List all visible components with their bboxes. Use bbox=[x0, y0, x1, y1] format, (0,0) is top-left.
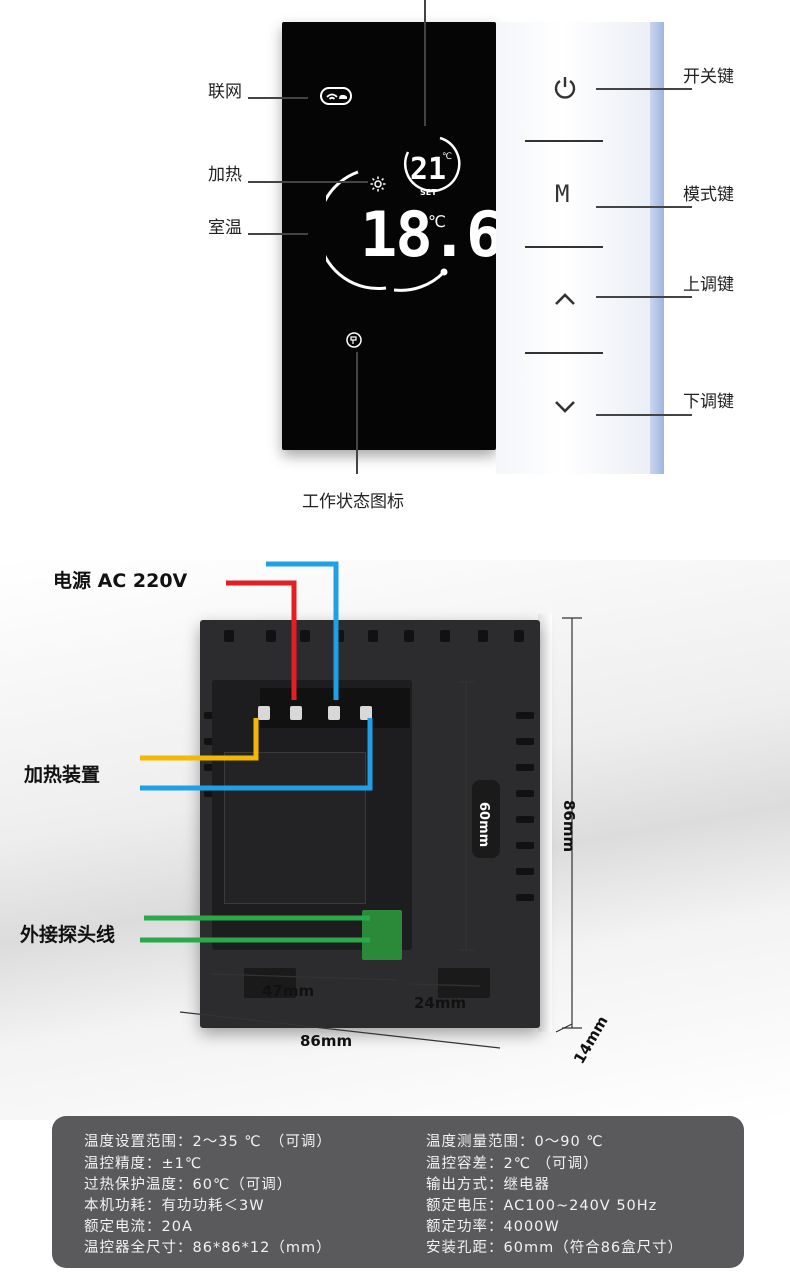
spec-panel: 温度设置范围：2～35 ℃ （可调） 温控精度：±1℃ 过热保护温度：60℃（可… bbox=[52, 1116, 744, 1268]
key-divider bbox=[525, 352, 603, 354]
thermostat-front: 21 ℃ SET 18.6 ℃ bbox=[282, 22, 664, 474]
spec-right-3: 额定电压：AC100~240V 50Hz bbox=[426, 1198, 658, 1214]
button-panel bbox=[496, 22, 664, 474]
dimension-lines bbox=[179, 617, 582, 1049]
room-temp-ring bbox=[326, 170, 448, 292]
key-divider bbox=[525, 140, 603, 142]
spec-right-5: 安装孔距：60mm（符合86盒尺寸） bbox=[426, 1240, 684, 1256]
callout-line bbox=[596, 88, 692, 90]
power-button[interactable] bbox=[552, 75, 578, 101]
label-power-key: 开关键 bbox=[683, 67, 734, 87]
up-button[interactable] bbox=[554, 292, 576, 306]
callout-line bbox=[596, 206, 692, 208]
label-up-key: 上调键 bbox=[683, 275, 734, 295]
dim-terminal-width: 24mm bbox=[414, 994, 467, 1012]
down-button[interactable] bbox=[554, 400, 576, 414]
callout-line bbox=[596, 414, 692, 416]
mount-hole bbox=[472, 780, 500, 858]
spec-left-2: 过热保护温度：60℃（可调） bbox=[84, 1177, 293, 1193]
callout-line bbox=[424, 0, 426, 126]
spec-right-2: 输出方式：继电器 bbox=[426, 1177, 550, 1193]
spec-left-3: 本机功耗：有功功耗＜3W bbox=[84, 1198, 265, 1214]
label-heating: 加热 bbox=[208, 165, 242, 185]
spec-left-5: 温控器全尺寸：86*86*12（mm） bbox=[84, 1240, 332, 1256]
callout-line bbox=[596, 296, 692, 298]
spec-left-4: 额定电流：20A bbox=[84, 1219, 193, 1235]
wiring-diagram bbox=[140, 561, 373, 943]
label-probe-wire: 外接探头线 bbox=[20, 924, 116, 946]
room-temp-unit: ℃ bbox=[428, 212, 446, 231]
dim-height: 86mm bbox=[560, 800, 578, 853]
label-power-wire: 电源 AC 220V bbox=[53, 570, 188, 592]
callout-line bbox=[248, 97, 308, 99]
set-temp-unit: ℃ bbox=[442, 152, 453, 162]
relay-module bbox=[212, 680, 412, 960]
label-down-key: 下调键 bbox=[683, 392, 734, 412]
heating-icon bbox=[370, 176, 386, 192]
key-divider bbox=[525, 246, 603, 248]
work-status-icon bbox=[346, 332, 362, 348]
set-temp-ring bbox=[404, 136, 461, 193]
spec-right-0: 温度测量范围：0～90 ℃ bbox=[426, 1134, 604, 1150]
spec-left-1: 温控精度：±1℃ bbox=[84, 1156, 203, 1172]
dim-hole-spacing: 60mm bbox=[476, 802, 491, 848]
back-plate-edge bbox=[538, 614, 552, 1032]
spec-right-4: 额定功率：4000W bbox=[426, 1219, 560, 1235]
label-work-status: 工作状态图标 bbox=[302, 492, 404, 512]
lcd-glass: 21 ℃ SET 18.6 ℃ bbox=[282, 22, 503, 450]
dim-width: 86mm bbox=[300, 1032, 353, 1050]
room-temp-value: 18.6 bbox=[360, 198, 503, 271]
terminal-screws bbox=[258, 706, 372, 720]
wifi-cloud-icon bbox=[320, 87, 352, 105]
label-network: 联网 bbox=[208, 82, 242, 102]
callout-line bbox=[356, 352, 358, 474]
label-mode-key: 模式键 bbox=[683, 185, 734, 205]
panel-edge bbox=[650, 22, 664, 474]
spec-left-0: 温度设置范围：2～35 ℃ （可调） bbox=[84, 1134, 332, 1150]
label-heater-wire: 加热装置 bbox=[24, 764, 101, 786]
dim-module-width: 47mm bbox=[262, 982, 315, 1000]
callout-line bbox=[248, 181, 368, 183]
spec-right-1: 温控容差：2℃ （可调） bbox=[426, 1156, 599, 1172]
mode-button[interactable]: M bbox=[555, 180, 570, 208]
label-room-temp: 室温 bbox=[208, 218, 242, 238]
set-label: SET bbox=[420, 188, 437, 197]
callout-line bbox=[248, 233, 308, 235]
set-temp-value: 21 bbox=[410, 152, 447, 187]
